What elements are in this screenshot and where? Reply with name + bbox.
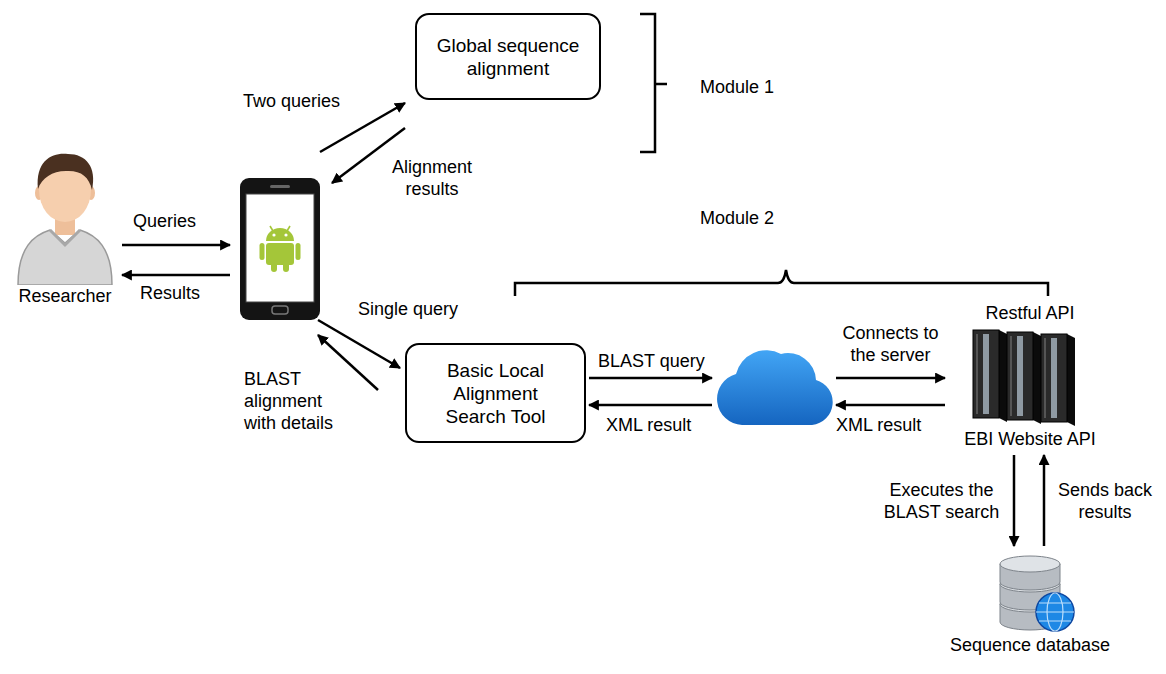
module-bracket [515,270,1048,296]
phone-icon [246,194,314,302]
arrow-label: XML result [836,414,941,436]
android-logo [270,226,273,231]
flow-arrows [318,335,378,390]
flow-arrows [589,377,712,380]
server-figure-art [1033,332,1041,424]
box-text: Global sequence alignment [425,34,591,80]
database-figure-art [1036,611,1074,612]
phone-icon [272,306,288,314]
arrow-label: BLAST alignment with details [244,368,356,434]
server-figure-art [983,334,989,414]
flow-arrows [589,404,712,407]
database-figure-art [1039,603,1071,621]
flow-arrow [1013,455,1016,546]
arrow-label: BLAST query [598,350,716,372]
android-logo [271,260,277,272]
phone-icon [240,178,320,320]
researcher-figure-art [38,154,94,190]
figure-label: Restful API [985,302,1074,324]
android-logo [283,260,289,272]
android-logo [266,228,294,241]
arrow-label: Queries [133,210,223,232]
android-logo [272,233,275,236]
arrow-label: Alignment results [382,156,482,200]
cloud-icon [717,350,833,425]
database-figure-art [1000,556,1060,572]
android-logo [266,243,294,265]
android-logo [287,226,290,231]
process-box: Global sequence alignment [415,13,601,100]
server-figure-art [1010,336,1012,416]
arrow-label: XML result [606,414,711,436]
cloud-icon [717,350,833,425]
server-figure-art [1044,338,1046,418]
server-figure-art [973,330,999,418]
android-logo [260,226,301,272]
flow-arrows [318,320,400,368]
server-figure-art [1067,334,1075,426]
flow-arrows [836,377,945,380]
process-box: Basic Local Alignment Search Tool [405,343,586,443]
phone-icon [240,178,320,320]
database-figure-art [935,548,1125,634]
researcher-figure-art [18,230,112,285]
researcher-figure-art [50,230,80,245]
server-figure-art [945,324,1115,428]
researcher-figure-art [10,145,120,285]
module-label: Module 1 [700,76,810,98]
server-figure-art [1007,332,1033,420]
server-figure-art [999,330,1007,422]
phone-icon [270,185,290,188]
flow-arrows [836,404,945,407]
android-logo [284,233,287,236]
arrow-label: Connects to the server [828,322,953,366]
module-label: Module 2 [700,207,810,229]
figure-label: Sequence database [950,634,1110,656]
server-figure-art [976,334,978,414]
figure-label: Researcher [18,285,111,307]
arrow-label: Single query [358,298,483,320]
flow-arrows [122,244,230,247]
researcher-figure: Researcher [10,145,120,307]
server-figure-art [1017,336,1023,416]
module-bracket [640,14,667,152]
edge-label: Sends back results [1054,479,1156,523]
android-logo [260,243,265,260]
android-logo [296,243,301,260]
edge-label: Executes the BLAST search [879,479,1004,523]
arrow-label: Results [140,282,230,304]
server-figure-art [1051,338,1057,418]
server-figure-art [1041,334,1067,422]
database-figure-art [1036,593,1074,631]
figure-label: EBI Website API [964,428,1096,450]
arrow-label: Two queries [243,90,361,112]
server-figure: Restful API EBI Website API [930,302,1130,450]
database-figure: Sequence database [935,548,1125,656]
flow-arrows [122,274,230,277]
flow-arrow [1043,455,1046,546]
box-text: Basic Local Alignment Search Tool [431,359,561,428]
